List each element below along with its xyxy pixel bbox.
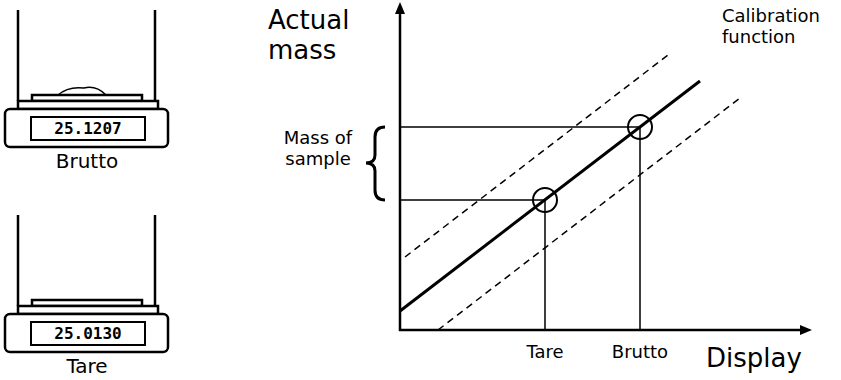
calibration-line	[400, 81, 700, 311]
display-screen: 25.0130	[30, 321, 146, 346]
brace	[366, 127, 385, 200]
curve-label: Calibration function	[722, 6, 834, 47]
display-reading: 25.1207	[54, 119, 121, 138]
y-axis	[399, 12, 402, 331]
axis-title: Display	[706, 344, 802, 374]
brutto-guide	[400, 127, 640, 330]
draft-shield	[154, 10, 157, 101]
tolerance-line	[438, 98, 740, 330]
balance-caption: Tare	[66, 355, 107, 378]
x-axis	[399, 329, 802, 332]
display-reading: 25.0130	[54, 324, 121, 343]
balance-top	[5, 10, 168, 147]
balance-housing	[5, 314, 168, 352]
balance-caption: Brutto	[56, 150, 119, 173]
balance-bottom	[5, 215, 168, 352]
tick-label: Brutto	[612, 342, 668, 363]
draft-shield	[154, 215, 157, 306]
draft-shield	[17, 10, 20, 101]
tolerance-line	[405, 55, 668, 257]
bracket-label: Mass of sample	[272, 128, 364, 169]
reading-marker	[628, 115, 652, 139]
reading-marker	[533, 188, 557, 212]
axis-title: Actual mass	[268, 6, 373, 66]
balance-housing	[5, 109, 168, 147]
display-screen: 25.1207	[30, 116, 146, 141]
tare-guide	[400, 200, 545, 330]
axis-arrowhead	[800, 325, 812, 335]
tick-label: Tare	[526, 342, 563, 363]
draft-shield	[17, 215, 20, 306]
axis-arrowhead	[395, 2, 405, 14]
graph	[366, 2, 812, 335]
